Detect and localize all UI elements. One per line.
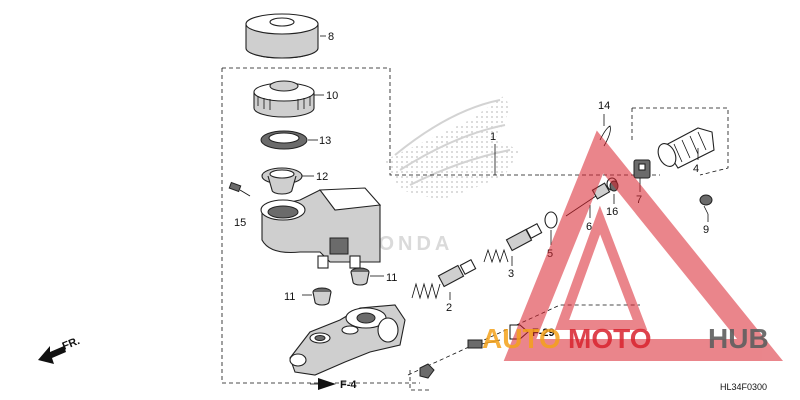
part-reservoir-body: [260, 187, 382, 269]
honda-brand-text: HONDA: [360, 233, 453, 255]
callout-15: 15: [234, 217, 246, 229]
part-diaphragm: [261, 167, 303, 195]
wordmark-moto: MOTO: [568, 323, 651, 354]
callout-2: 2: [446, 302, 452, 314]
callout-16: 16: [606, 206, 618, 218]
wordmark-hub: HUB: [708, 323, 769, 354]
part-bleeder-nut: [419, 363, 435, 379]
wordmark-auto: AUTO: [482, 323, 561, 354]
automotohub-wordmark: AUTO MOTO HUB: [482, 323, 769, 354]
part-bushing-11a: [350, 267, 370, 286]
automotohub-logo-watermark: [503, 130, 784, 361]
diagram-code: HL34F0300: [720, 382, 767, 392]
callout-3: 3: [508, 268, 514, 280]
ref-f4: F-4: [310, 378, 357, 391]
part-reservoir-cover: [245, 13, 319, 59]
part-screw-15: [228, 181, 251, 197]
callout-1: 1: [490, 131, 496, 143]
callout-11b: 11: [284, 291, 295, 303]
part-reservoir-cap: [253, 80, 315, 118]
part-spring-2: [411, 259, 477, 300]
part-banjo-bolt: [467, 339, 501, 349]
part-cotter-pin-14: [599, 125, 611, 147]
part-bolt-9: [699, 194, 713, 215]
callout-6: 6: [586, 221, 592, 233]
part-joint-7: [633, 159, 651, 179]
callout-9: 9: [703, 224, 709, 236]
part-piston-3: [483, 223, 543, 264]
callout-4: 4: [693, 163, 699, 175]
part-master-cylinder: [289, 304, 406, 376]
callout-10: 10: [326, 90, 338, 102]
honda-wing-watermark: HONDA: [360, 95, 520, 255]
callout-12: 12: [316, 171, 328, 183]
callout-13: 13: [319, 135, 331, 147]
front-direction-arrow: FR.: [38, 335, 82, 364]
callout-11a: 11: [386, 272, 397, 284]
part-boot-4: [657, 127, 715, 169]
part-circlip-5: [544, 211, 558, 229]
ref-f4-label: F-4: [340, 379, 357, 391]
callout-8: 8: [328, 31, 334, 43]
front-label: FR.: [61, 335, 82, 353]
callout-14: 14: [598, 100, 610, 112]
part-bushing-11b: [312, 287, 332, 306]
part-diaphragm-plate: [260, 130, 308, 150]
